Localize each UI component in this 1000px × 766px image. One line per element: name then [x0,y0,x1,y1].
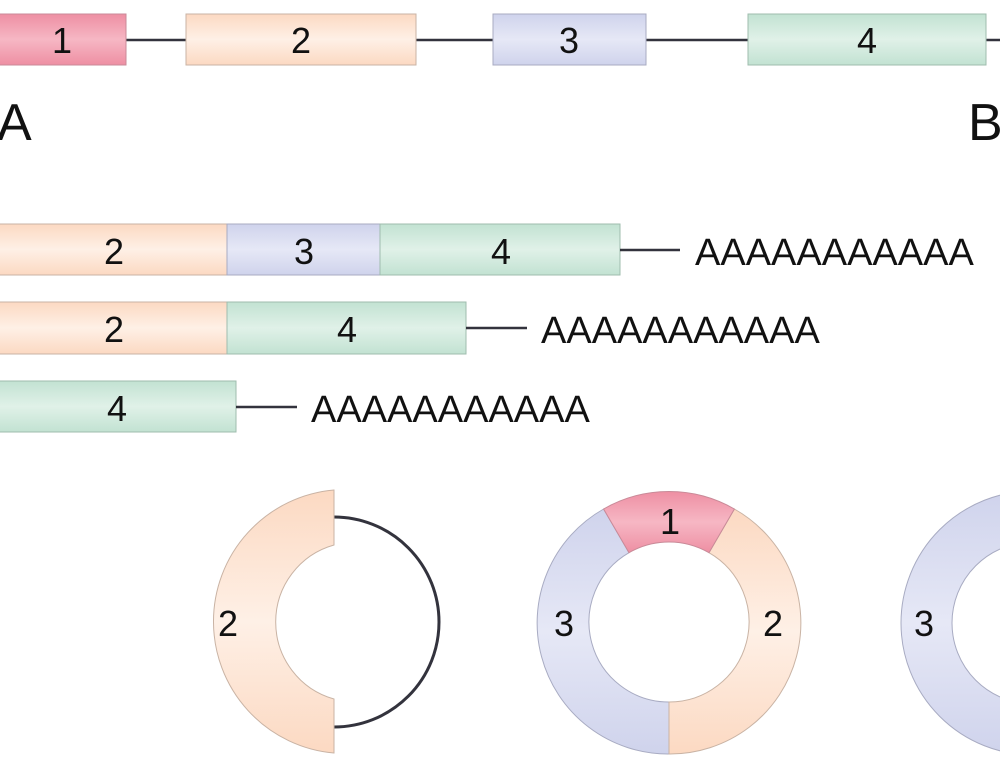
exon-3 [226,223,381,276]
exon-label: 4 [107,388,127,429]
exon-2 [0,223,228,276]
poly-a-tail: AAAAAAAAAAA [311,389,590,431]
transcript-3: 4 AAAAAAAAAAA [0,380,590,433]
exon-label: 4 [337,309,357,350]
exon-label: 2 [291,20,311,61]
exon-label: 2 [104,309,124,350]
transcript-2: 2 4 AAAAAAAAAAA [0,301,820,355]
segment-label: 2 [218,603,238,644]
exon-4 [747,13,987,66]
segment-label: 3 [914,603,934,644]
segment-label: 2 [763,603,783,644]
exon-label: 4 [491,231,511,272]
exon-1 [0,13,127,66]
circular-rna-1: 2 [213,489,441,754]
exon-label: 4 [857,20,877,61]
exon-3 [492,13,647,66]
gene-end-label: B [968,94,1000,152]
circle-segment-1 [602,491,736,554]
circle-segment-3 [900,494,1000,752]
circle-segment-2 [213,489,335,754]
exon-label: 2 [104,231,124,272]
exon-label: 3 [559,20,579,61]
exon-4 [379,223,621,276]
segment-label: 1 [660,501,680,542]
circle-segment-3 [536,508,670,755]
transcript-1: 2 3 4 AAAAAAAAAAA [0,223,974,276]
backsplice-line [333,515,441,729]
exon-2 [185,13,417,66]
circle-segment-2 [668,508,802,755]
circular-rna-2: 1 2 3 [536,491,802,755]
exon-label: 1 [52,20,72,61]
gene-start-label: A [0,94,32,152]
poly-a-tail: AAAAAAAAAAA [695,232,974,274]
segment-label: 3 [554,603,574,644]
exon-4 [0,380,237,433]
circular-rna-3: 3 [900,494,1000,752]
poly-a-tail: AAAAAAAAAAA [541,310,820,352]
gene-row: 1 2 3 4 A B [0,13,1000,152]
exon-4 [226,301,467,355]
exon-label: 3 [294,231,314,272]
